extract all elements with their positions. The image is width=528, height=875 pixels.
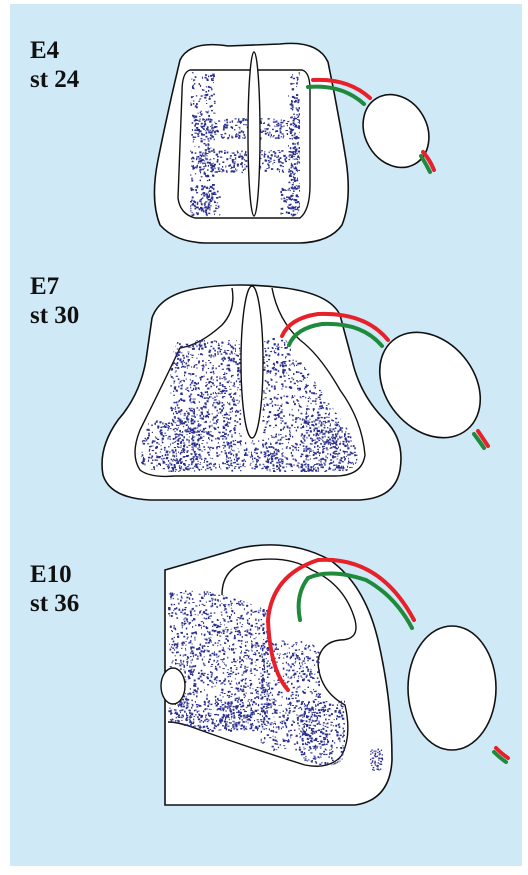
embryo-day: E10 [30,560,79,589]
embryo-day: E7 [30,272,79,301]
e10-drg [408,626,496,750]
e7-central-canal [241,286,263,438]
stage-number: st 36 [30,589,79,618]
panel-e7 [102,285,501,500]
embryo-day: E4 [30,36,79,65]
e4-central-canal [248,52,260,216]
panel-e4 [154,43,441,243]
stage-number: st 30 [30,301,79,330]
stage-label-e7: E7 st 30 [30,272,79,330]
stage-label-e4: E4 st 24 [30,36,79,94]
stage-label-e10: E10 st 36 [30,560,79,618]
e10-central-canal [161,668,185,704]
panel-e10 [161,545,508,805]
stage-number: st 24 [30,65,79,94]
